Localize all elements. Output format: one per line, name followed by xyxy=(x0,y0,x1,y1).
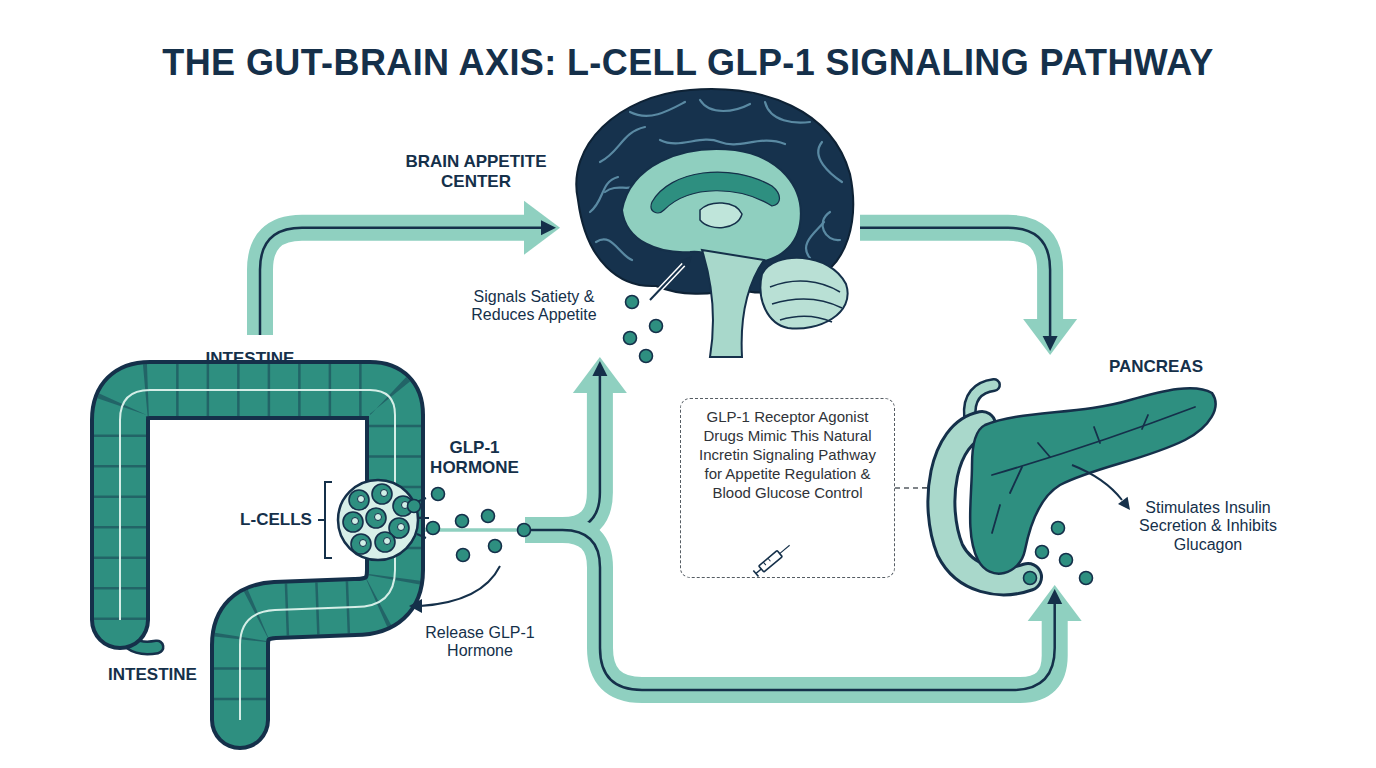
intestine-organ: INTESTINE INTESTINE L-CELLS xyxy=(95,335,425,720)
organ-label: PANCREAS xyxy=(1100,357,1212,377)
cell-label: L-CELLS xyxy=(235,510,317,530)
arrow-centerline xyxy=(525,373,600,530)
hormone-particle xyxy=(1052,522,1065,535)
syringe-tick xyxy=(768,558,771,561)
l-cell xyxy=(351,534,371,554)
villi xyxy=(417,498,429,538)
limbic-region xyxy=(622,149,801,262)
hormone-particle xyxy=(457,549,470,562)
pancreas-particles xyxy=(1024,522,1093,585)
hormone-particle xyxy=(482,510,495,523)
l-cell xyxy=(375,532,395,552)
hormone-particle xyxy=(1060,554,1073,567)
l-cell xyxy=(343,512,363,532)
l-cell xyxy=(366,508,386,528)
cerebellum-folia xyxy=(770,281,842,322)
hormone-label: GLP-1 HORMONE xyxy=(422,438,527,477)
glp1-particles xyxy=(408,488,531,562)
brainstem xyxy=(702,250,764,357)
cell-nucleus xyxy=(352,518,359,525)
l-cell xyxy=(349,490,369,510)
leader-line xyxy=(420,566,500,606)
thalamus xyxy=(700,203,742,228)
effect-text: Signals Satiety & Reduces Appetite xyxy=(448,288,620,325)
flow-arrow xyxy=(410,357,627,530)
l-cell xyxy=(372,484,392,504)
hormone-particle xyxy=(650,320,663,333)
drug-note-box: GLP-1 Receptor Agonist Drugs Mimic This … xyxy=(680,398,895,578)
hormone-particle xyxy=(456,515,469,528)
arrow-centerline xyxy=(860,228,1050,339)
cell-nucleus xyxy=(402,502,409,509)
l-cells-region: L-CELLS xyxy=(235,470,410,570)
arrow-head xyxy=(1118,497,1130,510)
hormone-particle xyxy=(432,488,445,501)
hormone-particle xyxy=(427,522,440,535)
brain-particles xyxy=(624,296,663,363)
hormone-particle xyxy=(1080,572,1093,585)
hormone-particle xyxy=(1036,546,1049,559)
cell-nucleus xyxy=(358,496,365,503)
organ-label: INTESTINE xyxy=(95,665,210,685)
brain-shape xyxy=(560,82,860,357)
arrow-head xyxy=(541,220,556,235)
organ-label: INTESTINE xyxy=(190,349,310,369)
hormone-particle xyxy=(489,540,502,553)
hormone-particle xyxy=(624,332,637,345)
flow-arrow xyxy=(860,228,1077,355)
syringe-tick xyxy=(763,562,766,565)
arrow-band xyxy=(525,393,600,530)
organ-label: BRAIN APPETITE CENTER xyxy=(390,152,562,191)
cell-nucleus xyxy=(398,524,405,531)
cell-nucleus xyxy=(375,514,382,521)
effect-text: Stimulates Insulin Secretion & Inhibits … xyxy=(1132,499,1284,554)
arrow-head xyxy=(592,361,607,376)
hormone-particle xyxy=(640,350,653,363)
arrow-head xyxy=(1047,589,1062,604)
cell-nucleus xyxy=(381,490,388,497)
cell-nucleus xyxy=(384,538,391,545)
hormone-particle xyxy=(518,524,531,537)
pancreas-organ: PANCREASStimulates Insulin Secretion & I… xyxy=(930,355,1220,585)
hormone-particle xyxy=(626,296,639,309)
cell-nucleus xyxy=(360,540,367,547)
diagram-title: THE GUT-BRAIN AXIS: L-CELL GLP-1 SIGNALI… xyxy=(0,42,1376,84)
cerebellum xyxy=(760,258,847,329)
dashed-connector xyxy=(895,487,930,488)
l-cell xyxy=(393,496,413,516)
note-text: GLP-1 Receptor Agonist Drugs Mimic This … xyxy=(695,407,880,502)
hormone-particle xyxy=(1024,572,1037,585)
bracket xyxy=(318,482,332,558)
brain-organ: BRAIN APPETITE CENTERSignals Satiety & R… xyxy=(560,82,860,357)
hormone-particle xyxy=(408,500,421,513)
process-label: Release GLP-1 Hormone xyxy=(418,624,542,661)
dashed-line xyxy=(895,487,930,489)
arrow-head xyxy=(1043,336,1058,351)
magnified-region xyxy=(338,480,418,560)
arrow-band xyxy=(860,228,1050,319)
